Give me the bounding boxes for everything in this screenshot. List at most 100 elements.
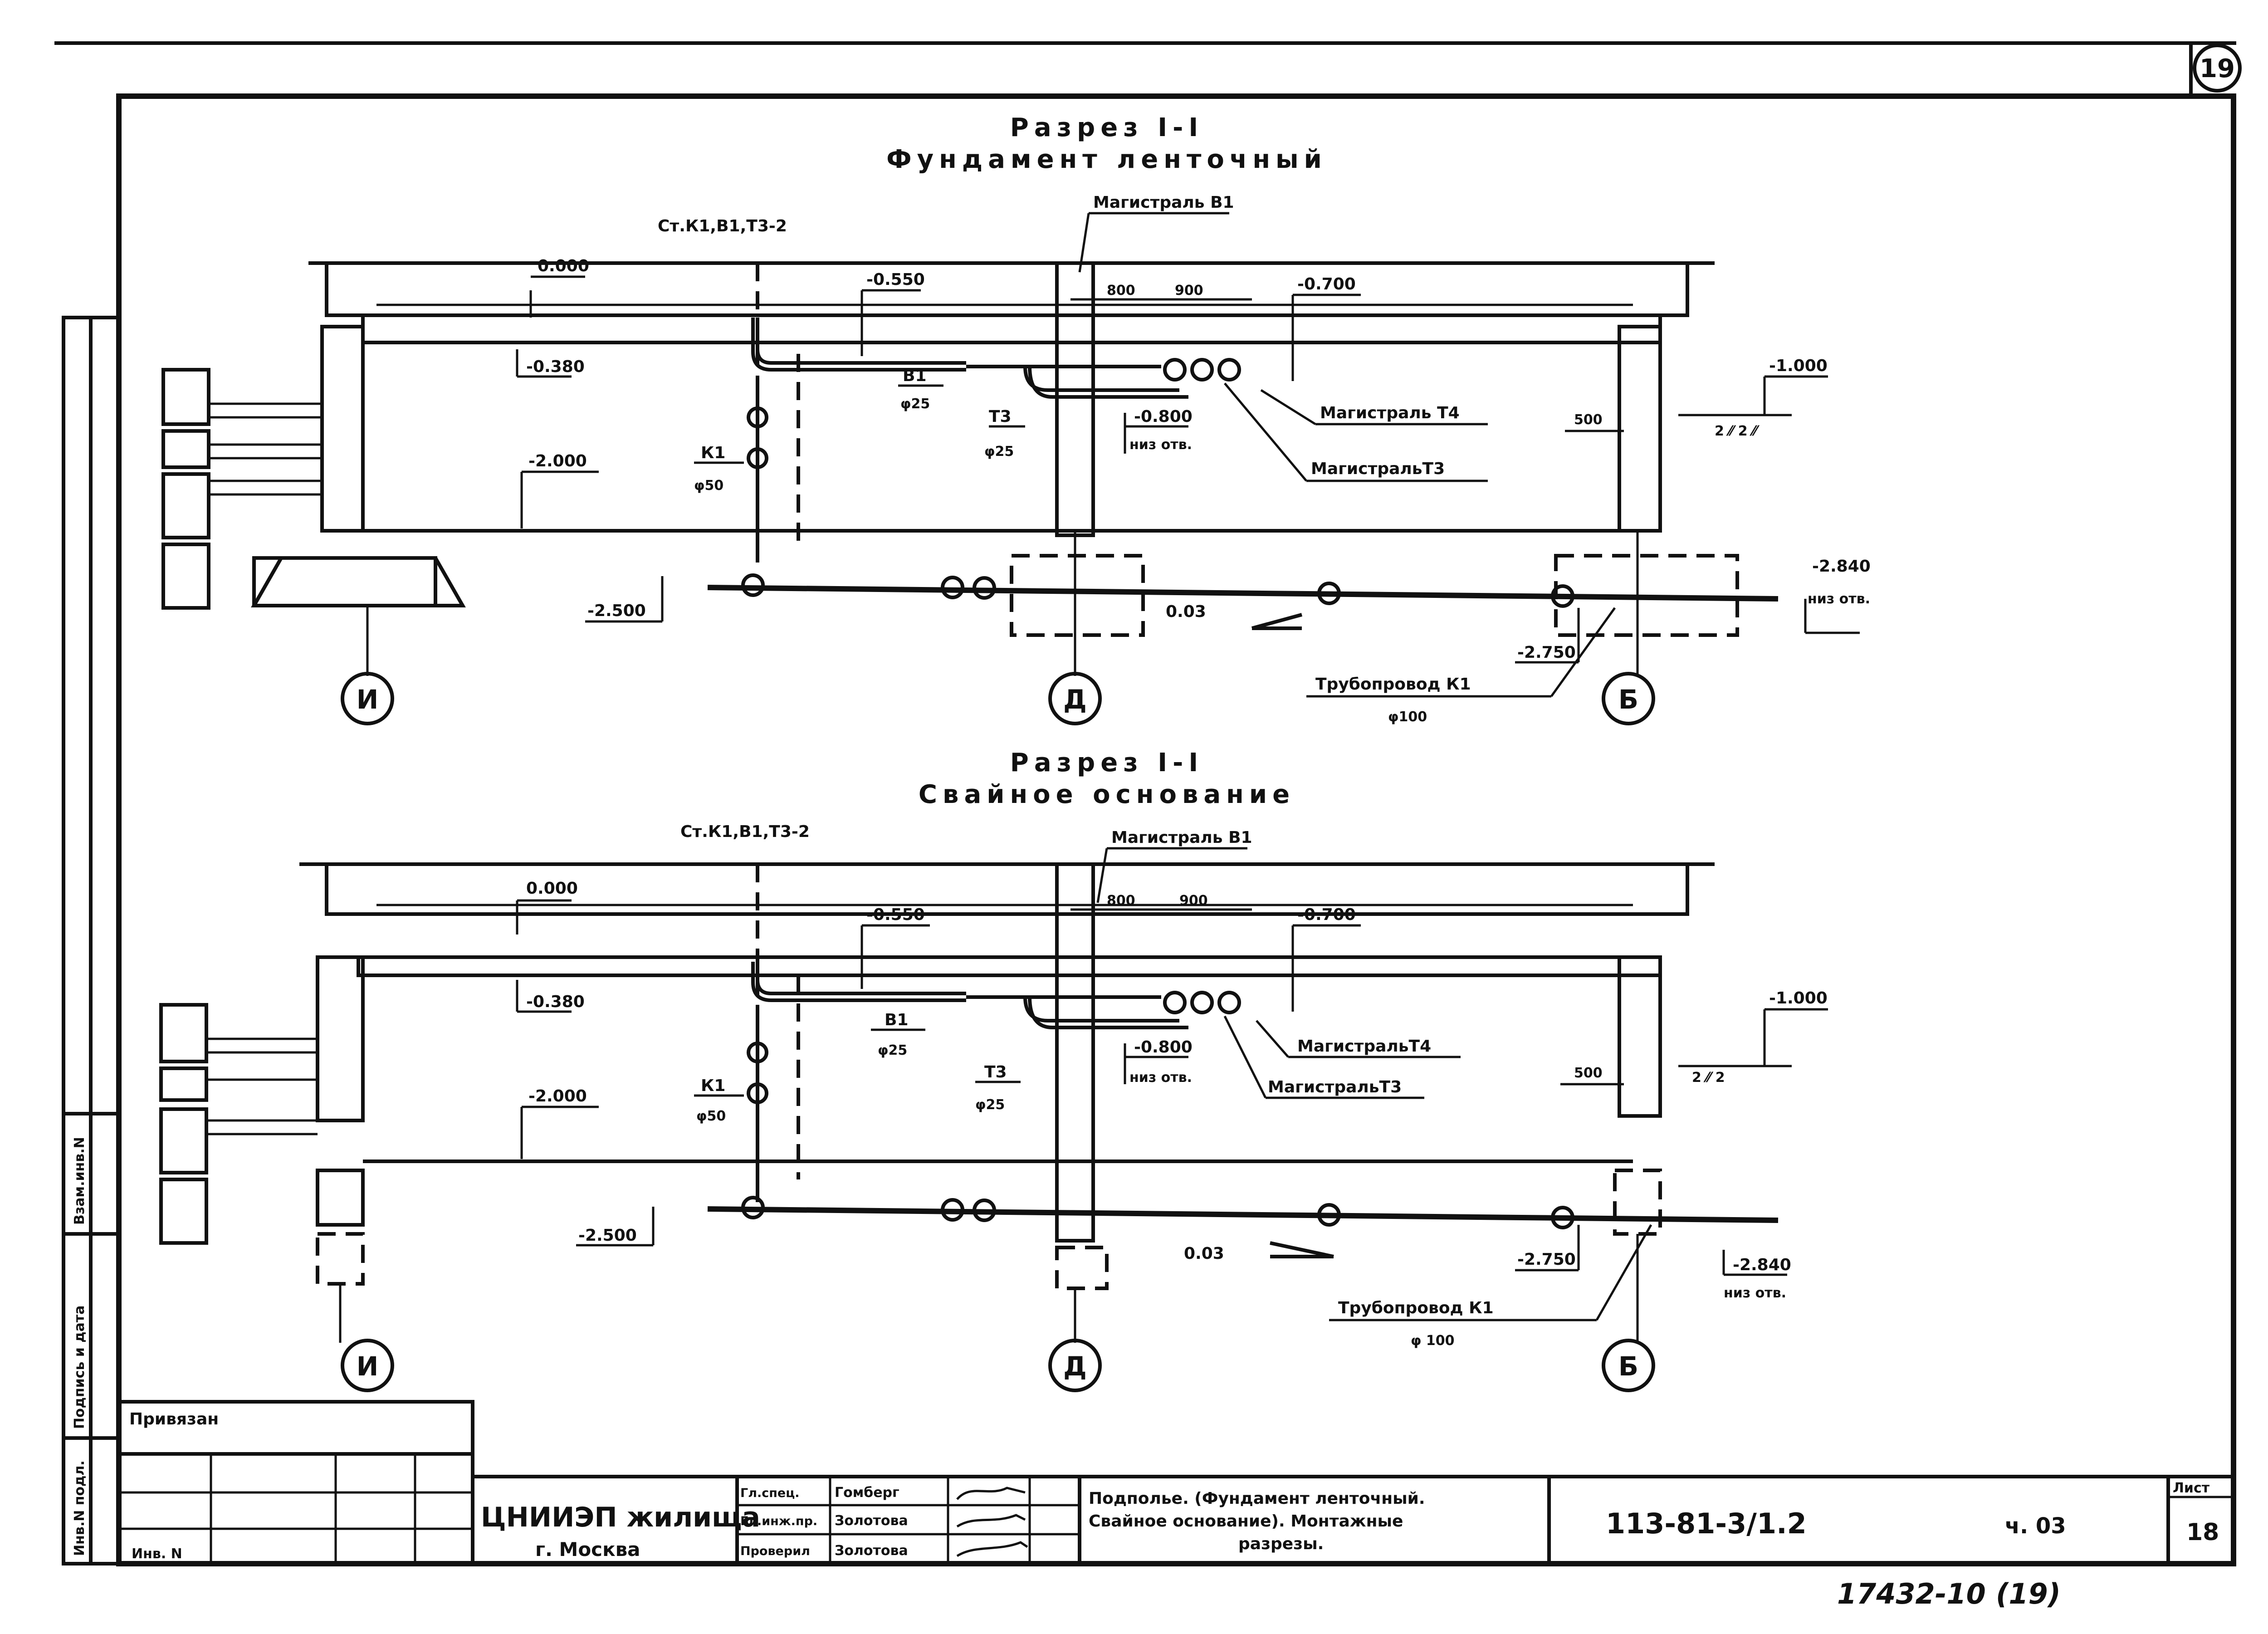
pipe-main-k1 [707,1206,1779,1223]
slope-arrow-head [1251,613,1303,630]
privyazan-label: Привязан [129,1410,219,1429]
lvl-2500: -2.500 [587,602,646,620]
main-b1-circle [1163,358,1187,382]
t3-diameter: φ25 [984,444,1014,460]
lvl-1000: -1.000 [1769,989,1828,1008]
footing-left-trapezoid [251,556,466,607]
axis-circle-i [341,672,394,725]
t3-diameter: φ25 [975,1097,1005,1113]
mark-2z: 2 ⁄⁄ 2 [1692,1070,1725,1086]
signature-1 [956,1487,1026,1500]
doc-code: 113-81-3/1.2 [1606,1507,1807,1540]
dim-500: 500 [1574,412,1603,428]
role-3: Проверил [740,1544,810,1558]
lvl-0800: -0.800 [1134,407,1193,426]
k1-diameter: φ50 [694,478,723,494]
main-t4-label: Магистраль Т4 [1320,404,1460,422]
lvl-0380: -0.380 [526,993,585,1011]
org-name: ЦНИИЭП жилища [481,1502,760,1533]
axis-label-i: И [357,1351,379,1382]
pipe-main-k1 [707,585,1779,602]
bottom-section-title: Разрез I-I [1010,748,1203,778]
person-3: Золотова [835,1543,908,1559]
lvl-2840: -2.840 [1812,557,1871,576]
slope-label: 0.03 [1166,602,1206,621]
privyazan-box [117,1400,474,1566]
dim-900: 900 [1179,893,1208,909]
wall-right [1618,325,1662,533]
signature-2 [956,1514,1026,1528]
lvl-2750: -2.750 [1517,1250,1576,1269]
desc-line-3: разрезы. [1238,1535,1324,1553]
footing-middle [1010,554,1145,637]
org-city: г. Москва [535,1538,640,1561]
axis-label-i: И [357,684,379,715]
lvl-0550: -0.550 [866,270,925,289]
block-3 [159,1107,208,1174]
k1-joint-5 [1551,1206,1574,1229]
riser-label: Ст.К1,В1,Т3-2 [680,822,810,841]
inv-n-label: Инв. N [132,1546,182,1562]
lvl-0: 0.000 [526,879,578,898]
k1-label: К1 [701,444,725,462]
dim-800: 800 [1107,893,1135,909]
lvl-2840-note: низ отв. [1724,1285,1786,1301]
block-4 [159,1178,208,1245]
lvl-0800-note: низ отв. [1129,1070,1192,1086]
wall-left [320,325,365,533]
callout-t4-leader [1256,1020,1289,1058]
dim-900: 900 [1175,283,1203,298]
pipe-b1 [756,318,966,365]
section-bottom: Разрез I-I Свайное основание И Д Б [159,748,1828,1392]
lvl-1000: -1.000 [1769,357,1828,375]
axis-label-d: Д [1063,1351,1087,1382]
lvl-2840: -2.840 [1733,1256,1791,1274]
block-3 [161,472,210,539]
person-2: Золотова [835,1513,908,1529]
pipe-b1-inner [751,318,966,372]
lvl-2840-note: низ отв. [1808,591,1870,607]
main-t3-circle [1217,991,1241,1014]
pipe-t3 [1023,997,1179,1022]
t3-label: Т3 [984,1063,1007,1081]
pile-right [1613,1169,1662,1236]
pipe-b1 [756,962,966,995]
main-b1-label: Магистраль В1 [1093,193,1234,212]
k1-joint-2 [941,1198,964,1222]
desc-line-1: Подполье. (Фундамент ленточный. [1089,1489,1425,1508]
b1-diameter: φ25 [878,1042,907,1058]
sheet-value: 18 [2186,1519,2219,1546]
lvl-2500: -2.500 [578,1226,637,1245]
main-t4-circle [1190,358,1214,382]
sheet-number: 19 [2200,54,2235,83]
callout-t3-leader [1224,382,1307,482]
wall-middle [1055,862,1095,1243]
role-2: Гл.инж.пр. [740,1514,817,1528]
pipe-t3 [1023,366,1179,392]
desc-line-2: Свайное основание). Монтажные [1089,1512,1403,1531]
lvl-2750: -2.750 [1517,643,1576,662]
pile-left-cap [316,1232,365,1286]
lvl-0380: -0.380 [526,357,585,376]
dim-800: 800 [1107,283,1135,298]
main-t3-label: МагистральТ3 [1268,1078,1402,1096]
lvl-2000: -2.000 [528,452,587,470]
k1-joint-3 [973,1199,996,1222]
floor-slab [325,862,1689,916]
main-t4-label: МагистральТ4 [1297,1037,1431,1056]
side-vzam: Взам.инв.N [72,1137,88,1225]
axis-circle-d [1048,1339,1102,1392]
archive-stamp-circle: (19) [1996,1577,2061,1610]
axis-label-b: Б [1618,1351,1638,1382]
riser-label: Ст.К1,В1,Т3-2 [658,217,787,235]
callout-main-k1-leader [1550,607,1616,697]
main-k1-label: Трубопровод К1 [1338,1299,1494,1317]
person-1: Гомберг [835,1485,899,1501]
top-section-subtitle: Фундамент ленточный [886,145,1327,174]
k1-joint-3 [973,576,996,600]
section-top: Разрез I-I Фундамент ленточный И [161,113,1871,725]
block-2 [161,429,210,469]
slab-beam [361,313,1662,344]
block-1 [161,368,210,426]
